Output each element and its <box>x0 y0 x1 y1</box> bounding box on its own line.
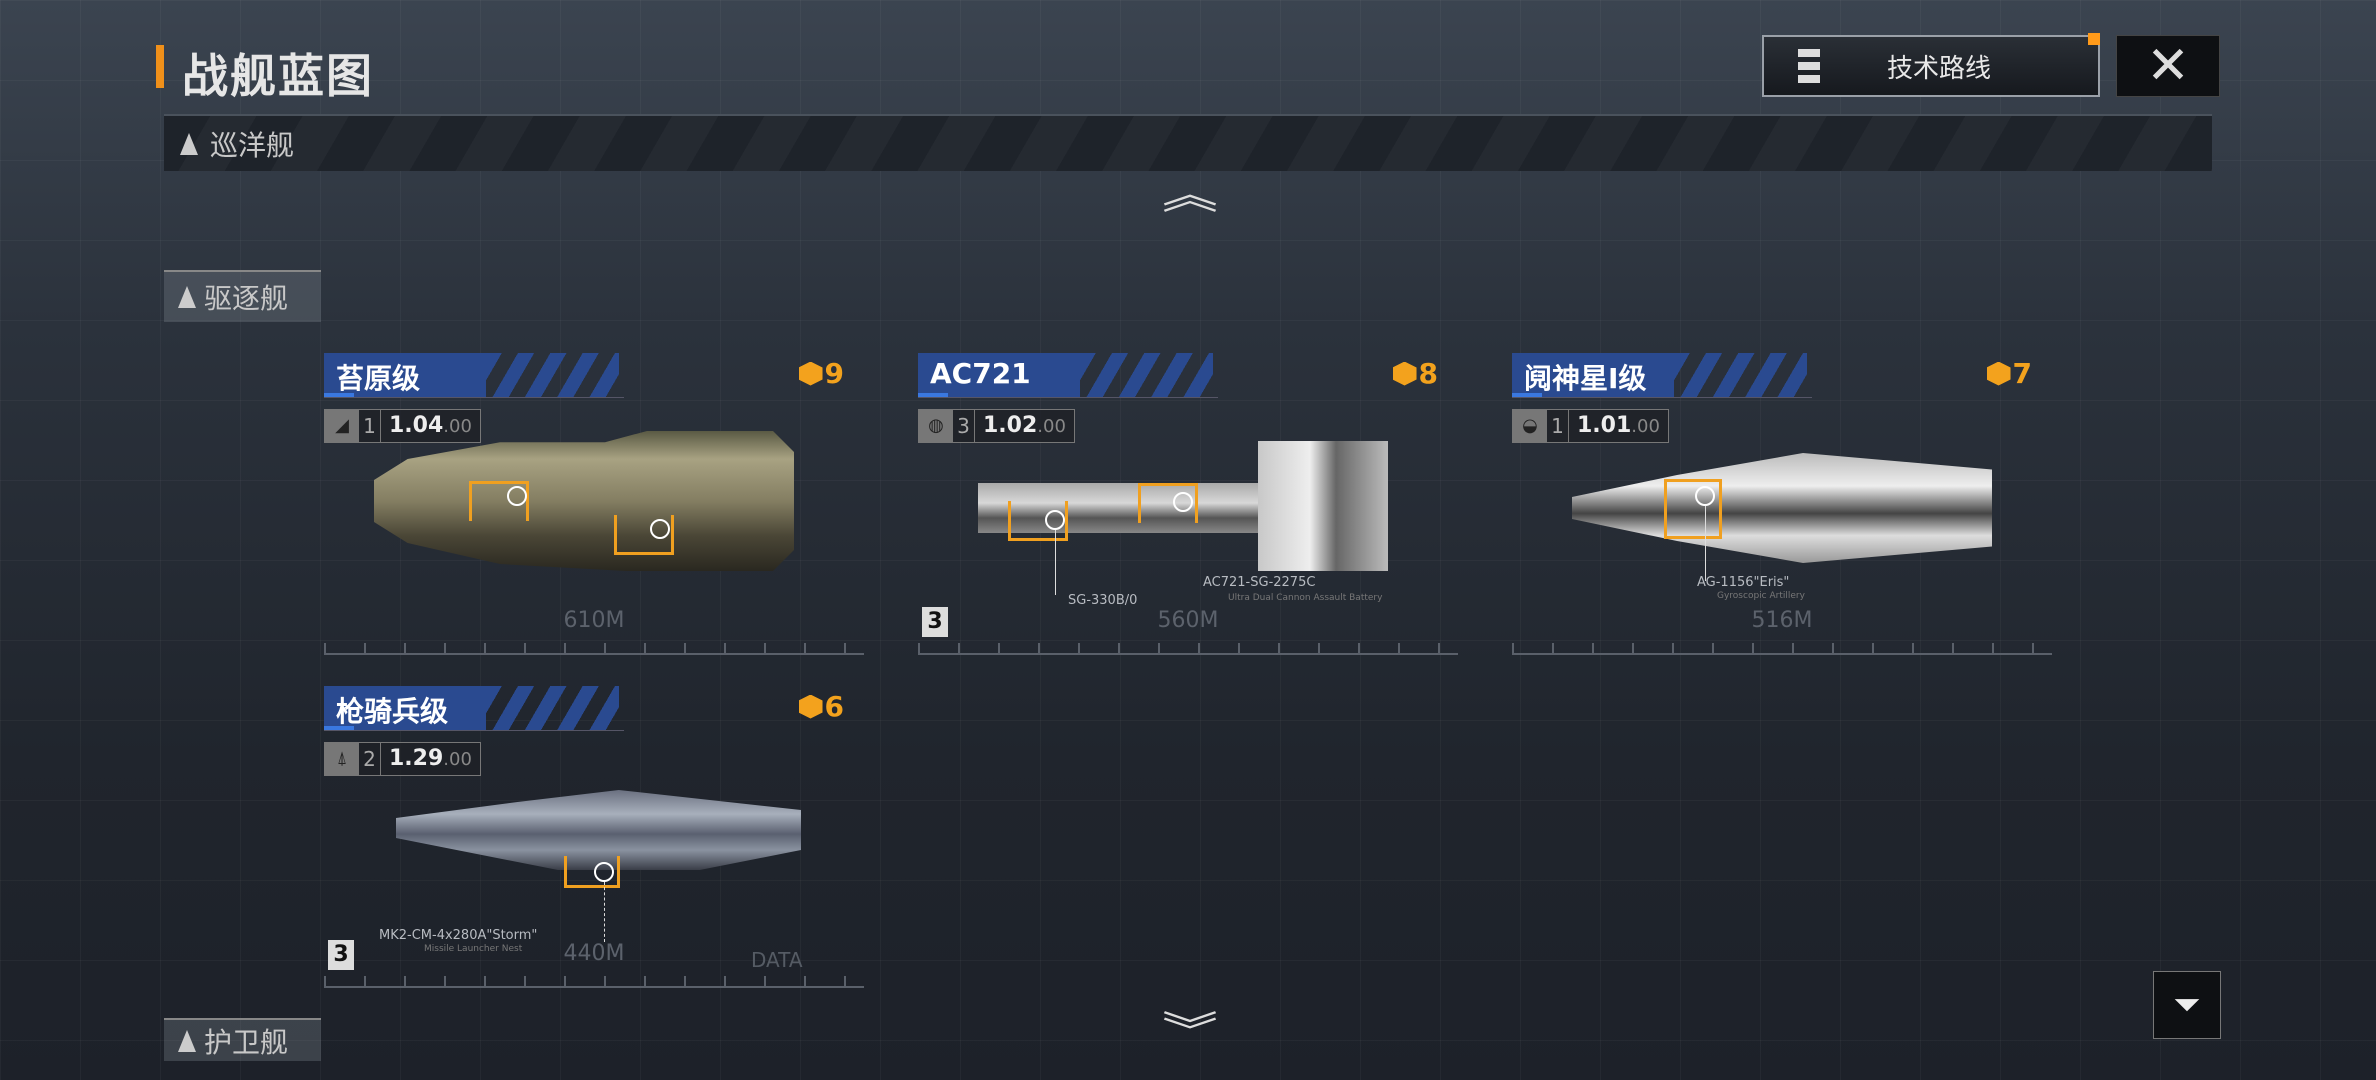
weapon-marker[interactable] <box>650 519 670 539</box>
category-destroyer[interactable]: 驱逐舰 <box>164 270 321 322</box>
rank-value: 7 <box>2012 357 2032 390</box>
weapon-marker[interactable] <box>594 862 614 882</box>
weapon-marker[interactable] <box>1173 492 1193 512</box>
faction-icon: ◒ <box>1513 410 1547 442</box>
weapon-desc: Gyroscopic Artillery <box>1717 591 1805 601</box>
rank-icon <box>798 361 823 386</box>
rank-value: 8 <box>1418 357 1438 390</box>
count: 1 <box>1547 410 1569 442</box>
close-icon: ✕ <box>2146 36 2190 96</box>
ship-stats: ◒1 1.01.00 <box>1512 409 1669 443</box>
filter-button[interactable]: ⏷ <box>2153 971 2221 1039</box>
weapon-label: AG-1156"Eris" <box>1697 575 1790 590</box>
weapon-marker[interactable] <box>1695 486 1715 506</box>
ship-card-eris[interactable]: 阋神星Ⅰ级 7 ◒1 1.01.00 AG-1156"Eris" Gyroscop… <box>1512 353 2052 655</box>
ship-card-lancer[interactable]: 枪骑兵级 6 ⍋2 1.29.00 MK2-CM-4x280A"Storm" Mi… <box>324 686 864 988</box>
rank-icon <box>1392 361 1417 386</box>
count: 1 <box>359 410 381 442</box>
scale-ruler <box>1512 641 2052 655</box>
category-label: 巡洋舰 <box>210 128 295 162</box>
ship-length: 516M <box>1751 608 1813 633</box>
ship-name: 苔原级 <box>336 362 421 395</box>
weapon-label: MK2-CM-4x280A"Storm" <box>379 928 538 943</box>
stat-value: 1.29.00 <box>389 746 472 771</box>
count: 3 <box>953 410 975 442</box>
rank-value: 9 <box>824 357 844 390</box>
weapon-desc: Ultra Dual Cannon Assault Battery <box>1228 593 1383 603</box>
stat-value: 1.04.00 <box>389 413 472 438</box>
tech-route-button[interactable]: 技术路线 <box>1762 33 2100 97</box>
ship-rank: 9 <box>798 357 844 390</box>
stat-value: 1.02.00 <box>983 413 1066 438</box>
ship-name: AC721 <box>930 357 1031 390</box>
weapon-marker[interactable] <box>507 486 527 506</box>
stat-value: 1.01.00 <box>1577 413 1660 438</box>
data-label: DATA <box>751 948 803 972</box>
ship-rank: 6 <box>798 690 844 723</box>
ship-name: 阋神星Ⅰ级 <box>1524 362 1647 395</box>
category-frigate[interactable]: 护卫舰 <box>164 1018 321 1061</box>
card-header <box>1512 353 1807 397</box>
weapon-label: AC721-SG-2275C <box>1203 575 1316 590</box>
ship-rank: 8 <box>1392 357 1438 390</box>
scroll-down-chevron-icon[interactable]: ︾ <box>1162 1009 1218 1055</box>
globe-icon: ◍ <box>919 410 953 442</box>
weapon-desc: Missile Launcher Nest <box>424 944 523 954</box>
ship-length: 560M <box>1157 608 1219 633</box>
ship-image <box>1258 441 1388 571</box>
category-label: 护卫舰 <box>204 1025 289 1059</box>
scale-ruler <box>324 641 864 655</box>
scale-ruler <box>918 641 1458 655</box>
rank-icon <box>1986 361 2011 386</box>
ship-length: 440M <box>563 941 625 966</box>
ship-rank: 7 <box>1986 357 2032 390</box>
ship-class-icon <box>178 286 196 308</box>
ship-length: 610M <box>563 608 625 633</box>
rank-value: 6 <box>824 690 844 723</box>
ship-stats: ⍋2 1.29.00 <box>324 742 481 776</box>
ship-class-icon <box>178 1029 196 1052</box>
tech-route-label: 技术路线 <box>1886 53 1991 84</box>
title-accent-bar <box>156 45 164 88</box>
category-label: 驱逐舰 <box>204 282 289 315</box>
rank-icon <box>798 694 823 719</box>
scroll-up-chevron-icon[interactable]: ︽ <box>1162 172 1218 218</box>
tier-badge: 3 <box>328 940 354 970</box>
faction-icon: ⍋ <box>325 743 359 775</box>
notification-dot <box>2088 33 2100 45</box>
filter-icon: ⏷ <box>2173 985 2201 1025</box>
page-title: 战舰蓝图 <box>182 49 374 103</box>
close-button[interactable]: ✕ <box>2116 35 2220 97</box>
scale-ruler <box>324 974 864 988</box>
ship-image <box>978 483 1258 533</box>
weapon-marker[interactable] <box>1045 510 1065 530</box>
card-header <box>918 353 1213 397</box>
ship-image <box>1572 453 1992 563</box>
ship-class-icon <box>180 132 198 155</box>
ship-stats: ◢1 1.04.00 <box>324 409 481 443</box>
ship-card-tundra[interactable]: 苔原级 9 ◢1 1.04.00 610M <box>324 353 864 655</box>
ship-image <box>374 431 794 571</box>
card-header <box>324 353 619 397</box>
manufacturer-icon: ◢ <box>325 410 359 442</box>
ship-stats: ◍3 1.02.00 <box>918 409 1075 443</box>
ship-name: 枪骑兵级 <box>336 695 449 728</box>
tech-tree-icon <box>1786 49 1820 83</box>
tier-badge: 3 <box>922 607 948 637</box>
card-header <box>324 686 619 730</box>
weapon-label: SG-330B/0 <box>1068 593 1138 608</box>
category-cruiser[interactable]: 巡洋舰 <box>164 114 2212 171</box>
count: 2 <box>359 743 381 775</box>
